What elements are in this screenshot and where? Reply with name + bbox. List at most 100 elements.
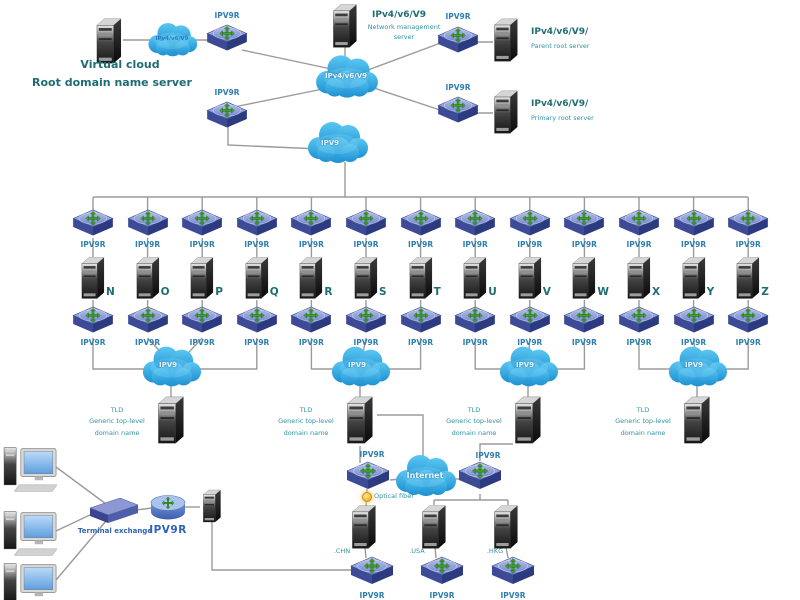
tld-line2: Generic top-level [446, 417, 502, 426]
tld-line3: domain name [620, 428, 666, 437]
parent-root-subtitle: Parent root server [531, 42, 590, 50]
primary-root-title: IPv4/v6/V9/ [531, 99, 589, 109]
router-icon [345, 209, 387, 243]
terminal-exchange-switch-icon [90, 498, 138, 524]
terminal-exchange-label: Terminal exchange [77, 527, 153, 535]
router-icon [563, 306, 605, 340]
router-icon [437, 96, 479, 130]
dns-server-icon [624, 255, 654, 301]
router-icon [673, 209, 715, 243]
router-icon [491, 556, 535, 592]
router-label: IPV9R [214, 88, 240, 97]
router-label: IPV9R [298, 240, 324, 249]
router-label: IPV9R [353, 240, 379, 249]
ipv9-cloud-label: IPV9 [320, 139, 340, 147]
router-icon [618, 306, 660, 340]
optical-fiber-icon [362, 492, 372, 502]
router-icon [345, 306, 387, 340]
tld-server-icon [511, 394, 545, 446]
router-icon [727, 209, 769, 243]
server-letter-label: Z [761, 286, 769, 298]
dns-server-icon [242, 255, 272, 301]
dns-server-icon [78, 255, 108, 301]
tld-line1: TLD [299, 406, 313, 414]
router-label: IPV9R [571, 240, 597, 249]
router-label: IPV9R [475, 451, 501, 460]
primary-root-server-icon [491, 88, 521, 136]
core-cloud-label: IPv4/v6/V9 [324, 72, 367, 80]
router-label: IPV9R [408, 338, 434, 347]
tld-server-icon [154, 394, 188, 446]
router-icon [454, 306, 496, 340]
router-label: IPV9R [462, 240, 488, 249]
tld-line1: TLD [467, 406, 481, 414]
router-icon [127, 209, 169, 243]
router-icon [400, 306, 442, 340]
router-icon [181, 306, 223, 340]
dns-server-icon [187, 255, 217, 301]
parent-root-title: IPv4/v6/V9/ [531, 27, 589, 37]
computer-icon [2, 444, 60, 496]
router-icon [400, 209, 442, 243]
router-icon [290, 306, 332, 340]
router-label: IPV9R [80, 338, 106, 347]
tld-line2: Generic top-level [278, 417, 334, 426]
server-letter-label: T [433, 286, 441, 298]
server-letter-label: P [215, 286, 223, 298]
ipv9-cloud-label: IPV9 [347, 361, 367, 369]
router-icon [350, 556, 394, 592]
ipv9-cloud-label: IPV9 [515, 361, 535, 369]
tld-line3: domain name [451, 428, 497, 437]
router-label: IPV9R [189, 240, 215, 249]
parent-root-server-icon [491, 16, 521, 64]
dns-server-icon [679, 255, 709, 301]
router-label: IPV9R [445, 83, 471, 92]
router-label: IPV9R [408, 240, 434, 249]
router-icon [454, 209, 496, 243]
router-label: IPV9R [626, 240, 652, 249]
tld-server-label: TLD Generic top-level domain name [611, 405, 675, 439]
tld-line2: Generic top-level [615, 417, 671, 426]
router-label: IPV9R [189, 338, 215, 347]
chn-label: .CHN [333, 547, 351, 555]
router-icon [437, 26, 479, 60]
ipv9-cloud-label: IPV9 [684, 361, 704, 369]
router-label: IPV9R [445, 12, 471, 21]
tld-line1: TLD [636, 406, 650, 414]
ipv4v6v9-cloud-label: IPv4/v6/V9 [155, 36, 189, 42]
dns-server-icon [351, 255, 381, 301]
router-icon [509, 209, 551, 243]
router-label: IPV9R [429, 591, 455, 600]
internet-cloud-label: Internet [406, 471, 444, 480]
tld-server-icon [343, 394, 377, 446]
hkg-label: .HKG [486, 547, 504, 555]
router-label: IPV9R [681, 240, 707, 249]
router-icon [563, 209, 605, 243]
tld-server-label: TLD Generic top-level domain name [442, 405, 506, 439]
router-icon [458, 461, 502, 497]
router-label: IPV9R [517, 338, 543, 347]
round-router-icon [150, 494, 186, 522]
server-letter-label: V [542, 286, 551, 298]
router-label: IPV9R [298, 338, 324, 347]
usa-server-icon [417, 503, 451, 551]
router-label: IPV9R [135, 338, 161, 347]
router-icon [290, 209, 332, 243]
access-server-icon [199, 488, 225, 524]
server-letter-label: U [488, 286, 497, 298]
dns-server-icon [296, 255, 326, 301]
router-label: IPV9R [214, 11, 240, 20]
dns-server-icon [515, 255, 545, 301]
tld-line2: Generic top-level [89, 417, 145, 426]
router-icon [236, 306, 278, 340]
hkg-server-icon [489, 503, 523, 551]
router-label: IPV9R [244, 338, 270, 347]
tld-line1: TLD [110, 406, 124, 414]
router-icon [181, 209, 223, 243]
primary-root-subtitle: Primary root server [531, 114, 594, 122]
router-label: IPV9R [517, 240, 543, 249]
server-letter-label: Q [269, 286, 279, 298]
router-label: IPV9R [359, 450, 385, 459]
router-label: IPV9R [135, 240, 161, 249]
